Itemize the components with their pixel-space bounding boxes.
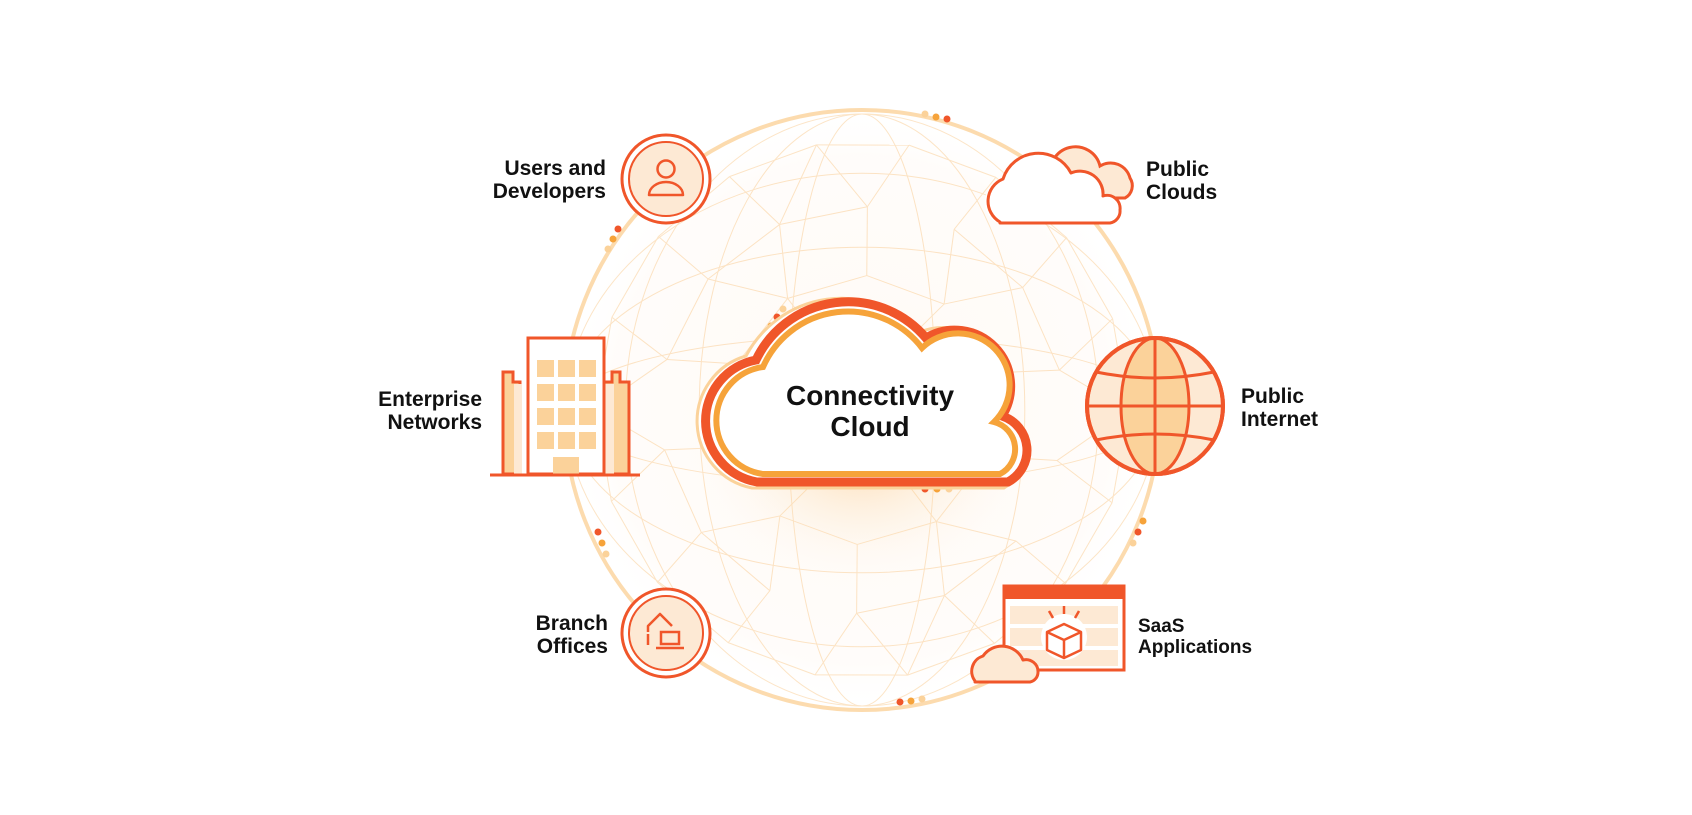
center-title-line-2: Cloud bbox=[700, 411, 1040, 442]
node-label-line: Clouds bbox=[1146, 181, 1217, 204]
node-label-line: Branch bbox=[480, 612, 608, 635]
saas-applications-label: SaaS Applications bbox=[1138, 616, 1252, 658]
enterprise-networks-label: Enterprise Networks bbox=[350, 388, 482, 434]
globe-icon bbox=[1087, 338, 1223, 474]
node-label-line: SaaS bbox=[1138, 616, 1252, 637]
diagram-title: Connectivity Cloud bbox=[700, 380, 1040, 442]
node-label-line: Public bbox=[1146, 158, 1217, 181]
public-clouds-label: Public Clouds bbox=[1146, 158, 1217, 204]
users-developers-label: Users and Developers bbox=[470, 157, 606, 203]
user-icon bbox=[622, 135, 710, 223]
mesh-line bbox=[867, 207, 868, 276]
node-label-line: Public bbox=[1241, 385, 1318, 408]
node-label-line: Internet bbox=[1241, 408, 1318, 431]
node-label-line: Offices bbox=[480, 635, 608, 658]
public-internet-label: Public Internet bbox=[1241, 385, 1318, 431]
center-title-line-1: Connectivity bbox=[700, 380, 1040, 411]
node-label-line: Users and bbox=[470, 157, 606, 180]
node-label-line: Enterprise bbox=[350, 388, 482, 411]
node-label-line: Networks bbox=[350, 411, 482, 434]
node-label-line: Applications bbox=[1138, 637, 1252, 658]
branch-offices-label: Branch Offices bbox=[480, 612, 608, 658]
home-laptop-icon bbox=[622, 589, 710, 677]
node-label-line: Developers bbox=[470, 180, 606, 203]
